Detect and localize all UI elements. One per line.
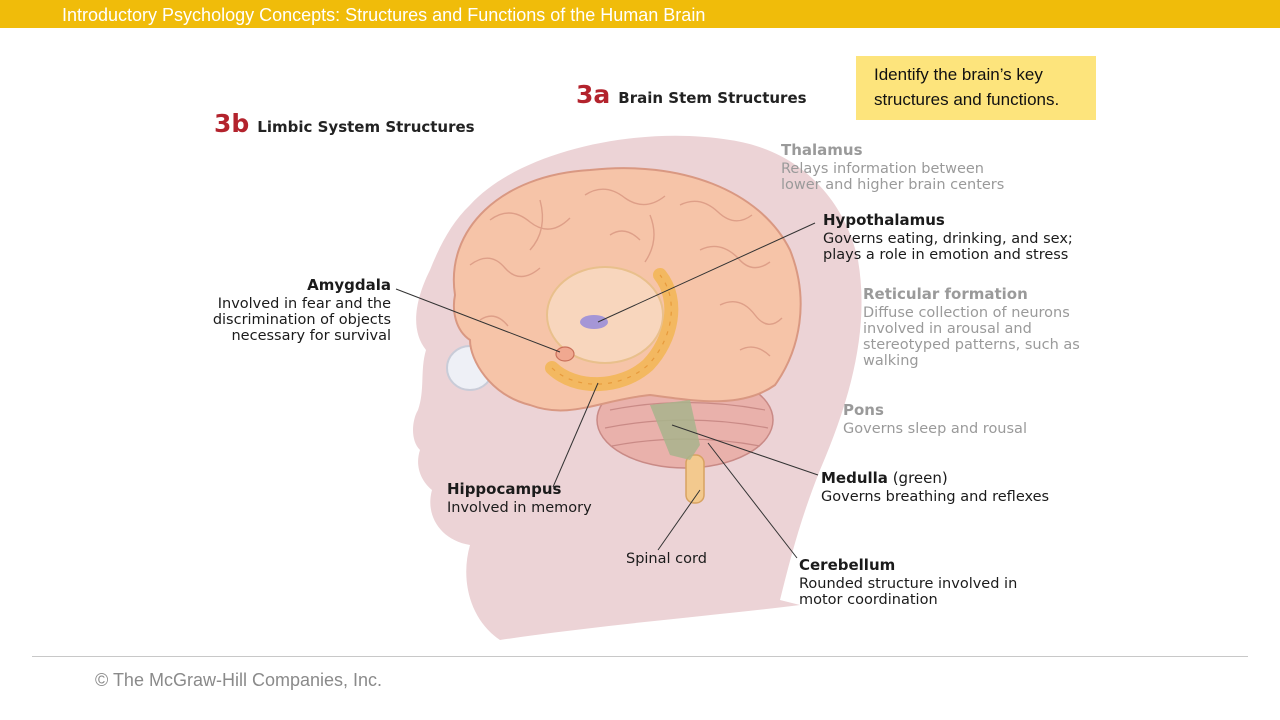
section-number-3b: 3b <box>214 109 250 138</box>
label-cerebellum: Cerebellum Rounded structure involved in… <box>799 556 1018 608</box>
callout-note: Identify the brain’s key structures and … <box>856 56 1096 120</box>
hypothalamus <box>580 315 608 329</box>
label-hypothalamus: Hypothalamus Governs eating, drinking, a… <box>823 211 1073 263</box>
spinal-cord <box>685 454 705 504</box>
section-title-brain-stem: Brain Stem Structures <box>618 89 807 107</box>
header-bar: Introductory Psychology Concepts: Struct… <box>0 0 1280 28</box>
section-number-3a: 3a <box>576 80 611 109</box>
medulla <box>650 400 700 460</box>
medulla-title: Medulla <box>821 469 888 487</box>
label-pons: Pons Governs sleep and rousal <box>843 401 1027 437</box>
label-hippocampus: Hippocampus Involved in memory <box>447 480 592 516</box>
label-thalamus: Thalamus Relays information between lowe… <box>781 141 1005 193</box>
slide-title: Introductory Psychology Concepts: Struct… <box>62 5 706 25</box>
medulla-suffix: (green) <box>887 469 948 487</box>
hippocampus <box>545 268 679 392</box>
leader-lines <box>395 222 819 559</box>
label-spinal-cord: Spinal cord <box>626 551 707 567</box>
amygdala <box>555 346 575 362</box>
limbic-heading: 3b Limbic System Structures <box>214 109 475 138</box>
copyright: © The McGraw-Hill Companies, Inc. <box>95 670 383 690</box>
label-reticular-formation: Reticular formation Diffuse collection o… <box>863 285 1080 369</box>
label-medulla: Medulla (green) Governs breathing and re… <box>821 469 1050 505</box>
footer-divider <box>32 656 1248 657</box>
brain-stem-heading: 3a Brain Stem Structures <box>576 80 807 109</box>
label-amygdala: Amygdala Involved in fear and the discri… <box>212 276 391 344</box>
section-title-limbic: Limbic System Structures <box>257 118 475 136</box>
